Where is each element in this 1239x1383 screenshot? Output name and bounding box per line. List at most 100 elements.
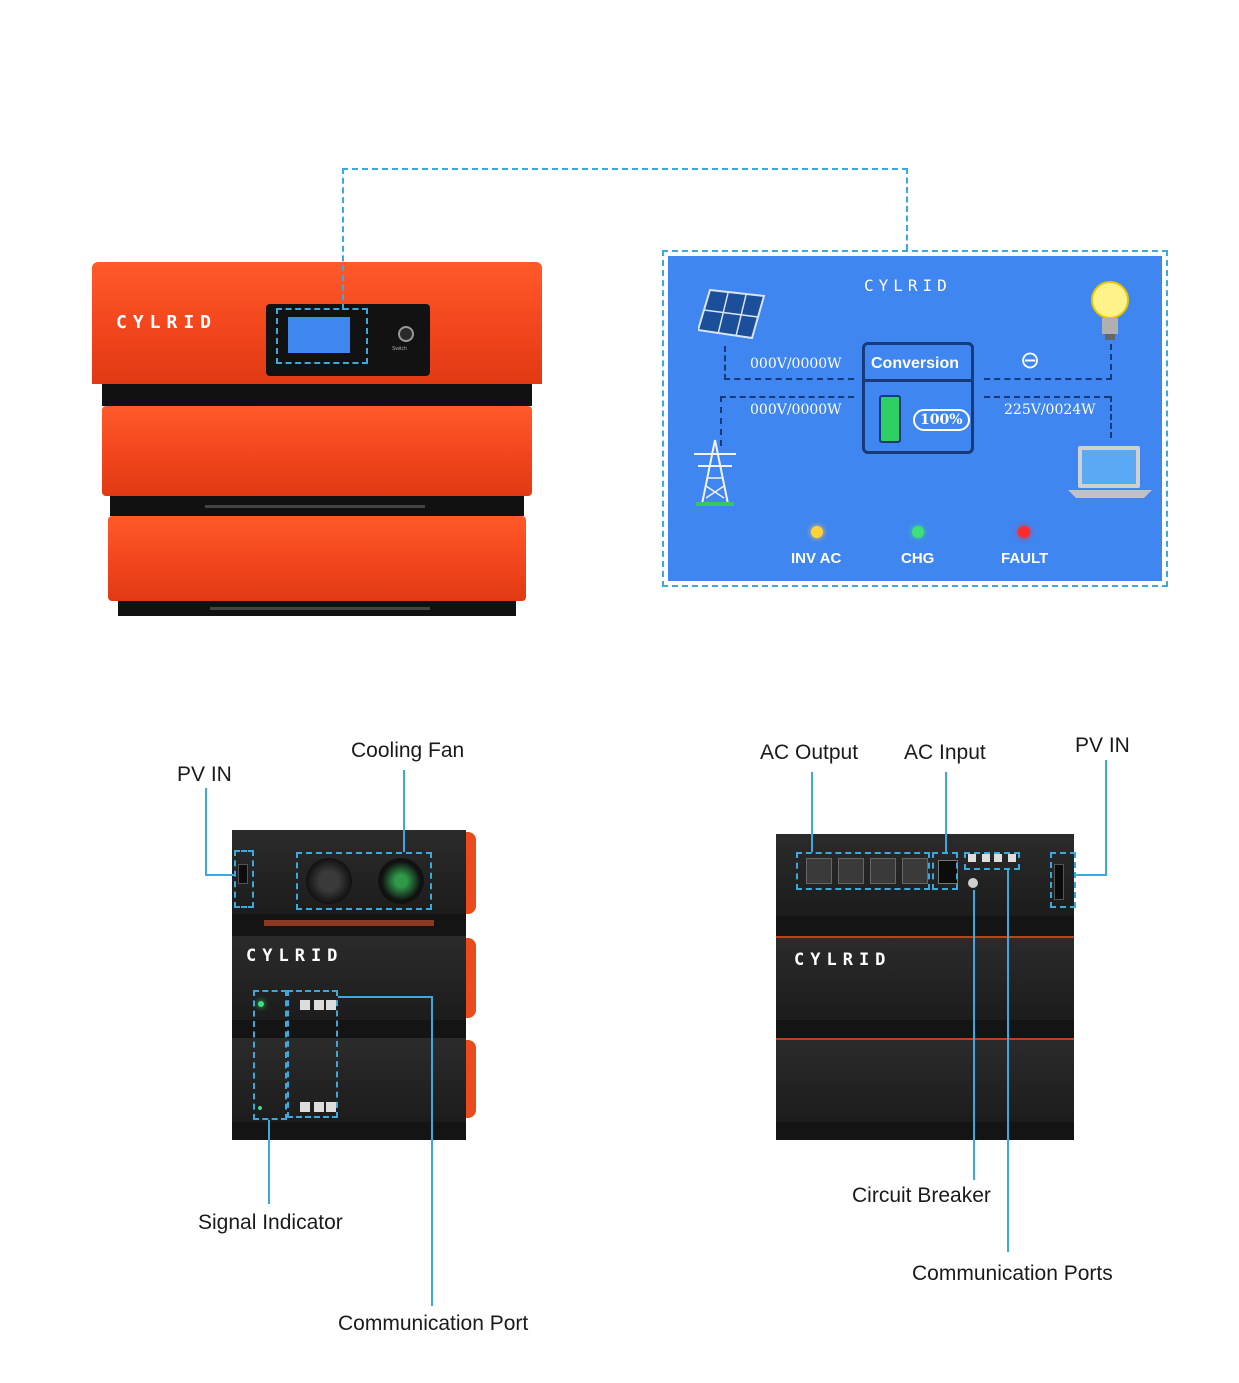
- label-pv-in-left: PV IN: [177, 763, 232, 786]
- leader-pv-in-right-v: [1105, 760, 1107, 876]
- flow-grid-vertical: [720, 396, 722, 446]
- label-communication-port: Communication Port: [338, 1312, 529, 1335]
- ac-output-socket-2[interactable]: [838, 858, 864, 884]
- comm-port-bottom-3[interactable]: [326, 1102, 336, 1112]
- highlight-communication-ports: [964, 852, 1020, 870]
- front-slot-2: [210, 607, 430, 610]
- indicator-fault-label: FAULT: [1001, 550, 1049, 567]
- leader-cooling-fan: [403, 770, 405, 852]
- rear-right-module-bottom: [776, 1040, 1074, 1122]
- display-panel: CYLRID 000V/0000W 000V/0000W 225V/0024W …: [668, 256, 1162, 581]
- front-display-screen: [288, 317, 350, 353]
- leader-signal-indicator: [268, 1120, 270, 1204]
- battery-percent: 100%: [913, 409, 970, 431]
- label-ac-input: AC Input: [904, 741, 986, 764]
- label-signal-indicator: Signal Indicator: [198, 1211, 343, 1234]
- rear-right-unit: CYLRID: [776, 834, 1074, 1140]
- pv-in-connector-right[interactable]: [1054, 864, 1064, 900]
- indicator-chg-label: CHG: [901, 550, 935, 567]
- front-slot-1: [205, 505, 425, 508]
- label-circuit-breaker: Circuit Breaker: [852, 1184, 991, 1207]
- highlight-communication-port: [287, 990, 338, 1118]
- connector-vertical-left: [342, 168, 344, 310]
- rear-left-logo: CYLRID: [246, 946, 344, 966]
- indicator-chg-light: [912, 526, 924, 538]
- highlight-ac-output: [796, 852, 930, 890]
- flow-out-bottom-down: [1110, 396, 1112, 438]
- rear-right-module-middle: [776, 938, 1074, 1020]
- conversion-divider: [865, 379, 971, 382]
- rear-right-strip-1: [776, 916, 1074, 938]
- leader-ac-input: [945, 772, 947, 852]
- indicator-inv-ac-label: INV AC: [791, 550, 842, 567]
- indicator-inv-ac-light: [811, 526, 823, 538]
- leader-pv-in-left-v: [205, 788, 207, 876]
- rear-right-base: [776, 1122, 1074, 1140]
- pv-in-switch[interactable]: [238, 864, 248, 884]
- leader-pv-in-right-h: [1075, 874, 1107, 876]
- comm-port-bottom-1[interactable]: [300, 1102, 310, 1112]
- flow-out-bottom: [984, 396, 1110, 398]
- screen-highlight: [276, 308, 368, 364]
- flow-out-top: [984, 378, 1112, 380]
- front-module-bottom: [108, 516, 526, 601]
- battery-icon: [879, 395, 901, 443]
- ac-output-socket-1[interactable]: [806, 858, 832, 884]
- highlight-ac-input: [932, 852, 958, 890]
- label-pv-in-right: PV IN: [1075, 734, 1130, 757]
- rear-left-base: [232, 1122, 466, 1140]
- switch-label: Switch: [392, 346, 407, 352]
- leader-communication-ports: [1007, 870, 1009, 1252]
- leader-pv-in-left-h: [205, 874, 235, 876]
- cooling-fan-2-icon: [378, 858, 424, 904]
- comm-port-1[interactable]: [968, 854, 976, 862]
- flow-pv-horizontal: [724, 378, 854, 380]
- flow-out-top-up: [1110, 344, 1112, 380]
- rear-right-strip-2: [776, 1020, 1074, 1040]
- comm-port-top-1[interactable]: [300, 1000, 310, 1010]
- highlight-pv-in-right: [1050, 852, 1076, 908]
- flow-grid-horizontal: [720, 396, 854, 398]
- label-communication-ports: Communication Ports: [912, 1262, 1113, 1285]
- comm-port-bottom-2[interactable]: [314, 1102, 324, 1112]
- comm-port-top-2[interactable]: [314, 1000, 324, 1010]
- leader-comm-port-v: [431, 996, 433, 1306]
- rear-left-strip-2: [232, 1020, 466, 1038]
- front-band-1: [102, 384, 532, 406]
- connector-horizontal: [342, 168, 908, 170]
- solar-panel-icon: [698, 288, 766, 340]
- rear-right-logo: CYLRID: [794, 950, 892, 970]
- cooling-fan-1-icon: [306, 858, 352, 904]
- comm-port-2[interactable]: [982, 854, 990, 862]
- leader-ac-output: [811, 772, 813, 852]
- highlight-signal-indicator: [253, 990, 287, 1120]
- label-ac-output: AC Output: [760, 741, 859, 764]
- rear-left-module-bottom: [232, 1038, 466, 1122]
- rear-left-module-middle: [232, 936, 466, 1020]
- light-bulb-icon: [1091, 281, 1129, 340]
- signal-led-1: [258, 1001, 264, 1007]
- connector-vertical-right: [906, 168, 908, 250]
- pv-reading: 000V/0000W: [750, 356, 842, 372]
- minus-symbol: ⊖: [1020, 347, 1041, 374]
- comm-port-top-3[interactable]: [326, 1000, 336, 1010]
- leader-comm-port-h: [338, 996, 433, 998]
- front-unit: CYLRID Switch: [90, 262, 545, 618]
- mode-label: Conversion: [871, 355, 960, 372]
- power-switch-button[interactable]: [398, 326, 414, 342]
- signal-led-2: [258, 1106, 262, 1110]
- indicator-fault-light: [1018, 526, 1030, 538]
- ac-output-socket-4[interactable]: [902, 858, 928, 884]
- display-panel-border: [662, 250, 1168, 587]
- comm-port-3[interactable]: [994, 854, 1002, 862]
- grid-tower-icon: [694, 439, 736, 506]
- highlight-cooling-fan: [296, 852, 432, 910]
- label-cooling-fan: Cooling Fan: [351, 739, 465, 762]
- comm-port-4[interactable]: [1008, 854, 1016, 862]
- circuit-breaker-knob[interactable]: [968, 878, 978, 888]
- highlight-pv-in-left: [234, 850, 254, 908]
- flow-pv-vertical: [724, 346, 726, 380]
- ac-output-socket-3[interactable]: [870, 858, 896, 884]
- grid-reading: 000V/0000W: [750, 402, 842, 418]
- front-logo: CYLRID: [116, 312, 218, 333]
